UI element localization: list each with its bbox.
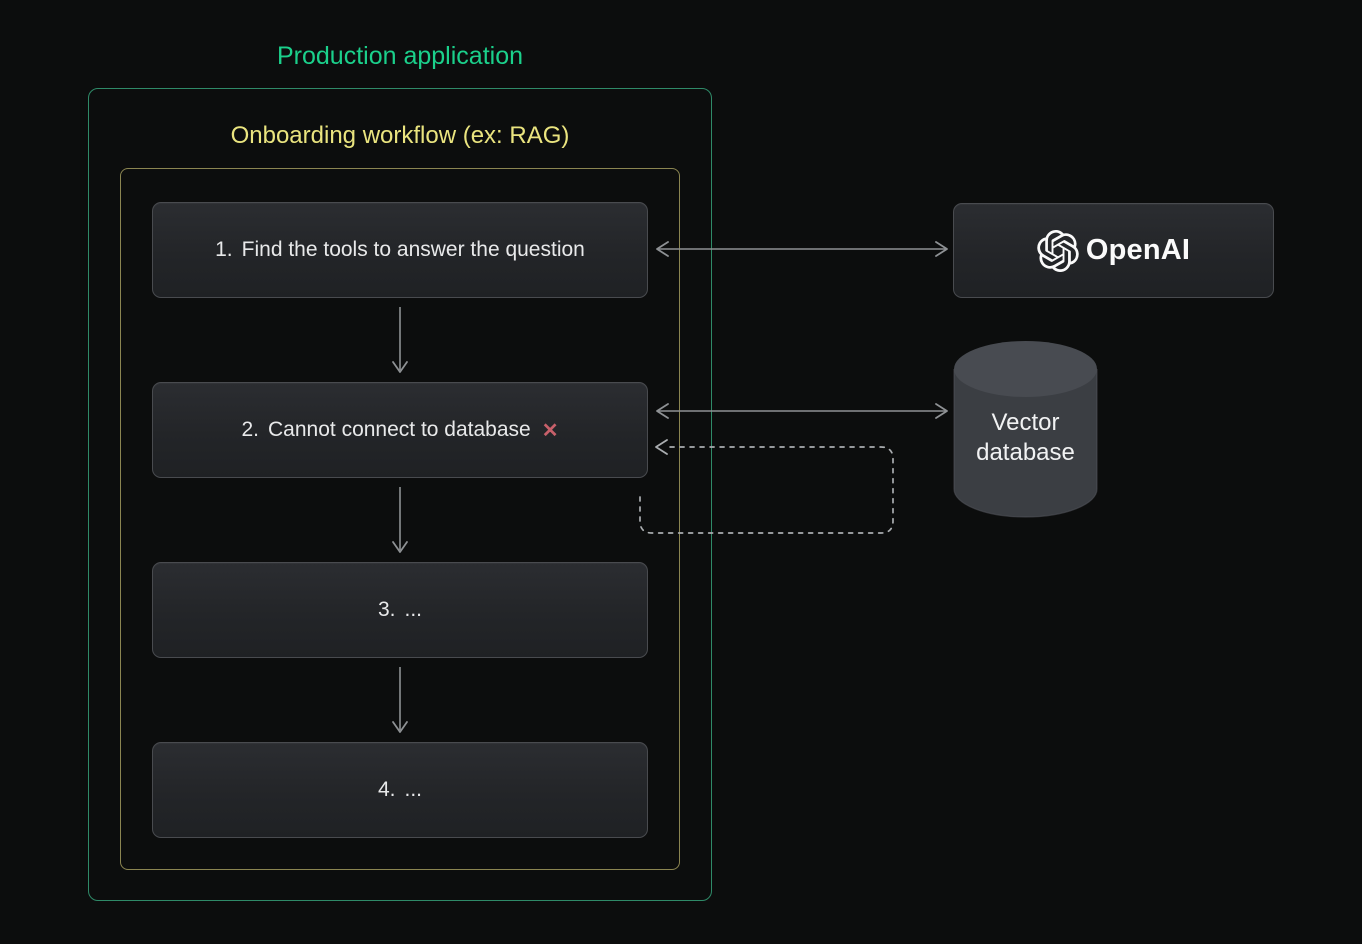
- step-label: ...: [404, 598, 423, 621]
- step-number: 2.: [241, 418, 260, 441]
- step-label: ...: [404, 778, 423, 801]
- step-number: 3.: [377, 598, 396, 621]
- step-3-ellipsis: 3. ...: [152, 562, 648, 658]
- step-number: 1.: [215, 238, 233, 261]
- step-1-find-tools: 1. Find the tools to answer the question: [152, 202, 648, 298]
- error-x-icon: ✕: [541, 419, 559, 442]
- openai-label: OpenAI: [1085, 234, 1191, 266]
- step-label: Cannot connect to database: [268, 418, 531, 441]
- onboarding-workflow-title: Onboarding workflow (ex: RAG): [230, 122, 570, 149]
- openai-node: OpenAI: [953, 203, 1274, 298]
- production-application-title: Production application: [277, 42, 523, 70]
- vector-database-line2: database: [976, 439, 1075, 466]
- openai-logo-icon: [1037, 229, 1079, 272]
- step-number: 4.: [377, 778, 396, 801]
- step-label: Find the tools to answer the question: [241, 238, 585, 261]
- vector-database-line1: Vector: [991, 409, 1060, 436]
- vector-database-label: Vector database: [953, 408, 1098, 468]
- step-4-ellipsis: 4. ...: [152, 742, 648, 838]
- step-2-cannot-connect: 2. Cannot connect to database ✕: [152, 382, 648, 478]
- database-cylinder-icon: [953, 340, 1098, 518]
